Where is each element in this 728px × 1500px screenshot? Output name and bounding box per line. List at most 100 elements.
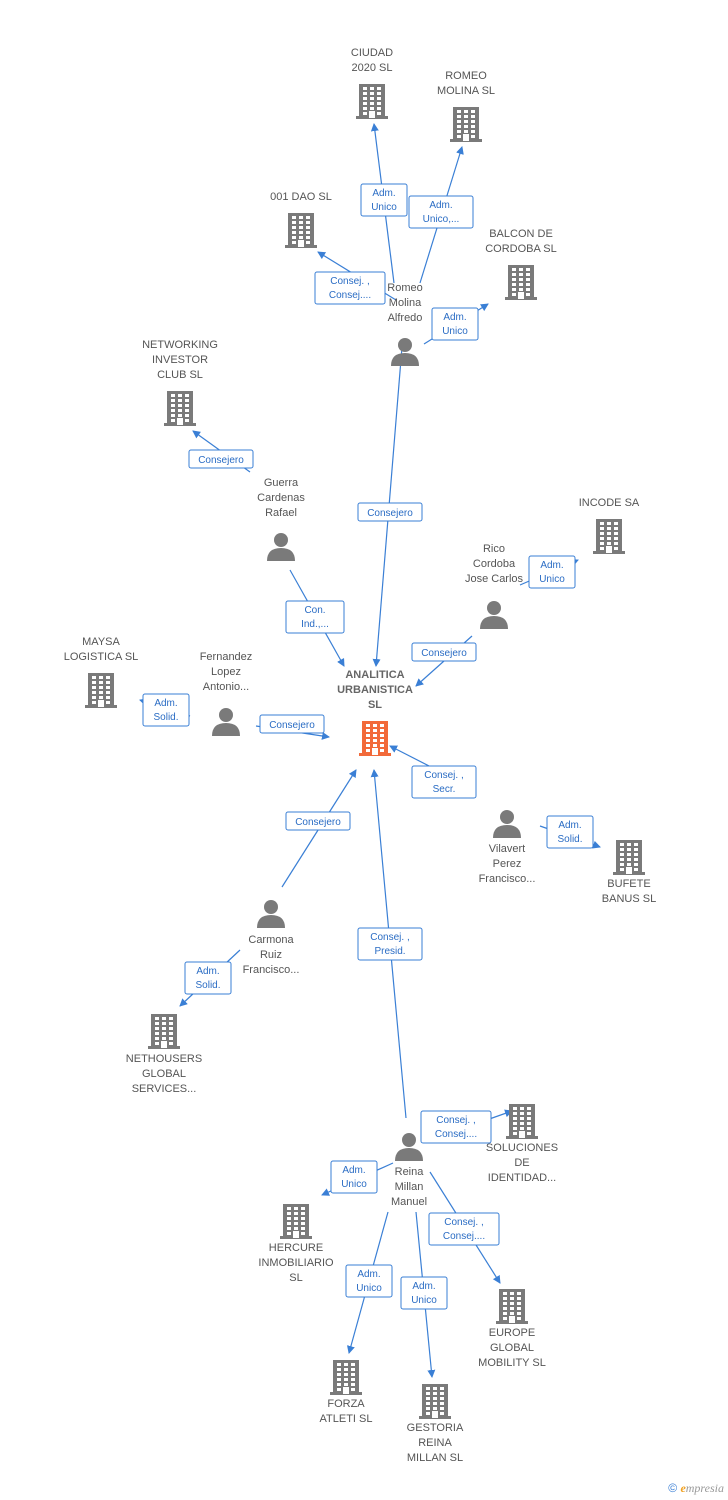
person-icon [395,1133,423,1161]
edge-label-text: Adm. [357,1269,380,1280]
person-icon [391,338,419,366]
node-balcon[interactable]: BALCON DE CORDOBA SL [485,228,557,300]
edge-label-romeo_person-analitica[interactable]: Consejero [357,502,423,522]
node-label-line: FORZA [327,1398,365,1410]
node-label-line: Millan [395,1181,424,1193]
edge-label-romeo_person-ciudad2020[interactable]: Adm.Unico [360,183,408,217]
building-icon [505,265,537,300]
building-icon [356,84,388,119]
node-label-line: BALCON DE [489,228,553,240]
node-label-line: Reina [395,1166,425,1178]
footer: © empresia [668,1481,724,1496]
node-label-line: GESTORIA [407,1422,464,1434]
edge-label-fernandez-maysa[interactable]: Adm.Solid. [142,693,190,727]
person-icon [212,708,240,736]
node-label-line: Vilavert [489,843,525,855]
node-label-line: MOLINA SL [437,85,495,97]
node-nethousers[interactable]: NETHOUSERSGLOBALSERVICES... [126,1014,202,1095]
edge-label-text: Unico [341,1179,367,1190]
edge-label-text: Consej.... [435,1129,477,1140]
edge-label-carmona-nethousers[interactable]: Adm. Solid. [184,961,232,995]
node-label-line: URBANISTICA [337,684,413,696]
edge-label-romeo_person-balcon[interactable]: Adm.Unico [431,307,479,341]
edge-label-box [142,693,190,727]
node-carmona[interactable]: CarmonaRuizFrancisco... [243,900,300,976]
building-icon [164,391,196,426]
edge-label-box [285,811,351,831]
edge-label-reina-europe[interactable]: Consej. ,Consej.... [428,1212,500,1246]
node-label-line: Cordoba [473,558,516,570]
node-label-line: BUFETE [607,878,650,890]
node-label-line: Molina [389,297,422,309]
building-icon [496,1289,528,1324]
edge-label-guerra-analitica[interactable]: Con.Ind.,... [285,600,345,634]
node-label-line: IDENTIDAD... [488,1172,556,1184]
edge-label-box [259,714,325,734]
edge-label-text: Unico [411,1295,437,1306]
edge-label-rico-analitica[interactable]: Consejero [411,642,477,662]
node-bufete[interactable]: BUFETE BANUS SL [602,840,656,905]
edge-label-reina-hercure[interactable]: Adm.Unico [330,1160,378,1194]
edge-label-text: Adm. [412,1281,435,1292]
node-label-line: SL [368,699,382,711]
edge-label-reina-soluciones[interactable]: Consej. ,Consej.... [420,1110,492,1144]
edge-label-text: Unico [371,202,397,213]
person-icon [257,900,285,928]
node-label-line: BANUS SL [602,893,656,905]
edge-label-box [400,1276,448,1310]
node-label-line: Cardenas [257,492,305,504]
building-icon [330,1360,362,1395]
edge-label-vilavert-analitica[interactable]: Consej. ,Secr. [411,765,477,799]
building-icon [359,721,391,756]
node-label-line: ROMEO [445,70,487,82]
edge-label-guerra-networking[interactable]: Consejero [188,449,254,469]
edge-label-text: Solid. [195,980,220,991]
edge-label-text: Consej. , [330,276,369,287]
edge-label-reina-gestoria[interactable]: Adm. Unico [400,1276,448,1310]
node-soluciones[interactable]: SOLUCIONESDEIDENTIDAD... [486,1104,558,1184]
building-icon [450,107,482,142]
edge-label-text: Unico [356,1283,382,1294]
edge-label-text: Consej. , [370,932,409,943]
edge-label-reina-forza[interactable]: Adm. Unico [345,1264,393,1298]
edge-label-fernandez-analitica[interactable]: Consejero [259,714,325,734]
edge-label-text: Adm. [196,966,219,977]
node-dao001[interactable]: 001 DAO SL [270,191,332,248]
node-romeo_molina_sl[interactable]: ROMEO MOLINA SL [437,70,495,142]
edge-label-box [411,642,477,662]
edge-label-text: Consejero [198,455,244,466]
edge-label-carmona-analitica[interactable]: Consejero [285,811,351,831]
node-incode[interactable]: INCODE SA [579,497,640,554]
person-icon [267,533,295,561]
edge-label-text: Consejero [295,817,341,828]
edge-label-romeo_person-romeo_molina_sl[interactable]: Adm.Unico,... [408,195,474,229]
node-label-line: 001 DAO SL [270,191,332,203]
node-label-line: Jose Carlos [465,573,524,585]
node-label-line: Fernandez [200,651,253,663]
brand-logo[interactable]: empresia [680,1481,724,1495]
node-label-line: GLOBAL [142,1068,186,1080]
node-vilavert[interactable]: VilavertPerezFrancisco... [479,810,536,885]
edge-label-text: Consejero [421,648,467,659]
edge-label-rico-incode[interactable]: Adm.Unico [528,555,576,589]
edge-label-romeo_person-dao001[interactable]: Consej. ,Consej.... [314,271,386,305]
node-label-line: Francisco... [479,873,536,885]
node-label-line: Antonio... [203,681,249,693]
edge-label-reina-analitica[interactable]: Consej. ,Presid. [357,927,423,961]
node-label-line: CORDOBA SL [485,243,557,255]
node-fernandez[interactable]: FernandezLopezAntonio... [200,651,253,736]
node-label-line: INVESTOR [152,354,208,366]
edge-label-vilavert-bufete[interactable]: Adm.Solid. [546,815,594,849]
